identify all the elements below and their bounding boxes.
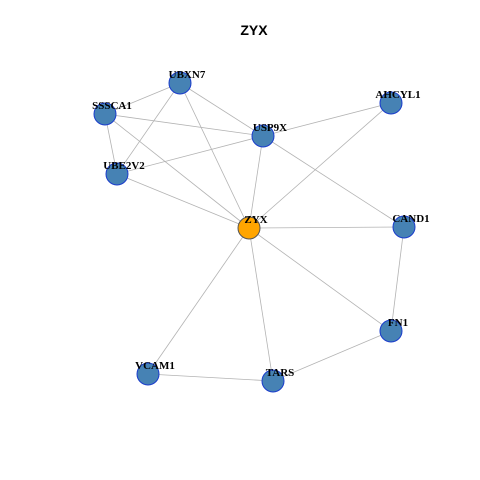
- edge-ubxn7-usp9x: [179, 82, 264, 137]
- edge-ube2v2-zyx: [116, 173, 250, 229]
- node-layer: [93, 71, 416, 393]
- node-label-fn1: FN1: [388, 317, 408, 329]
- edge-ubxn7-ube2v2: [116, 82, 181, 175]
- node-ube2v2[interactable]: [105, 162, 129, 186]
- node-label-ahcyl1: AHCYL1: [375, 89, 420, 101]
- edge-sssca1-usp9x: [104, 113, 264, 137]
- graph-title: ZYX: [240, 22, 268, 38]
- node-label-vcam1: VCAM1: [135, 360, 175, 372]
- node-ahcyl1[interactable]: [379, 91, 403, 115]
- node-sssca1[interactable]: [93, 102, 117, 126]
- edge-vcam1-tars: [147, 373, 274, 382]
- edge-usp9x-ahcyl1: [262, 102, 392, 137]
- edge-fn1-tars: [272, 330, 392, 382]
- edge-sssca1-ubxn7: [104, 82, 181, 115]
- node-tars[interactable]: [261, 369, 285, 393]
- edge-usp9x-ube2v2: [116, 135, 264, 175]
- node-zyx[interactable]: [237, 216, 261, 240]
- node-fn1[interactable]: [379, 319, 403, 343]
- edge-zyx-tars: [248, 227, 274, 382]
- node-label-ubxn7: UBXN7: [169, 69, 206, 81]
- node-usp9x[interactable]: [251, 124, 275, 148]
- edge-zyx-fn1: [248, 227, 392, 332]
- node-label-usp9x: USP9X: [253, 122, 287, 134]
- edge-usp9x-cand1: [262, 135, 405, 228]
- node-label-tars: TARS: [266, 367, 295, 379]
- edge-ubxn7-zyx: [179, 82, 250, 229]
- edge-cand1-fn1: [390, 226, 405, 332]
- edge-ahcyl1-zyx: [248, 102, 392, 229]
- edge-zyx-vcam1: [147, 227, 250, 375]
- node-label-sssca1: SSSCA1: [92, 100, 132, 112]
- edge-usp9x-zyx: [248, 135, 264, 229]
- node-vcam1[interactable]: [136, 362, 160, 386]
- edge-layer: [104, 82, 405, 382]
- node-label-zyx: ZYX: [244, 214, 267, 226]
- node-label-cand1: CAND1: [392, 213, 429, 225]
- node-label-ube2v2: UBE2V2: [103, 160, 145, 172]
- edge-sssca1-zyx: [104, 113, 250, 229]
- edge-zyx-cand1: [248, 226, 405, 229]
- node-cand1[interactable]: [392, 215, 416, 239]
- node-ubxn7[interactable]: [168, 71, 192, 95]
